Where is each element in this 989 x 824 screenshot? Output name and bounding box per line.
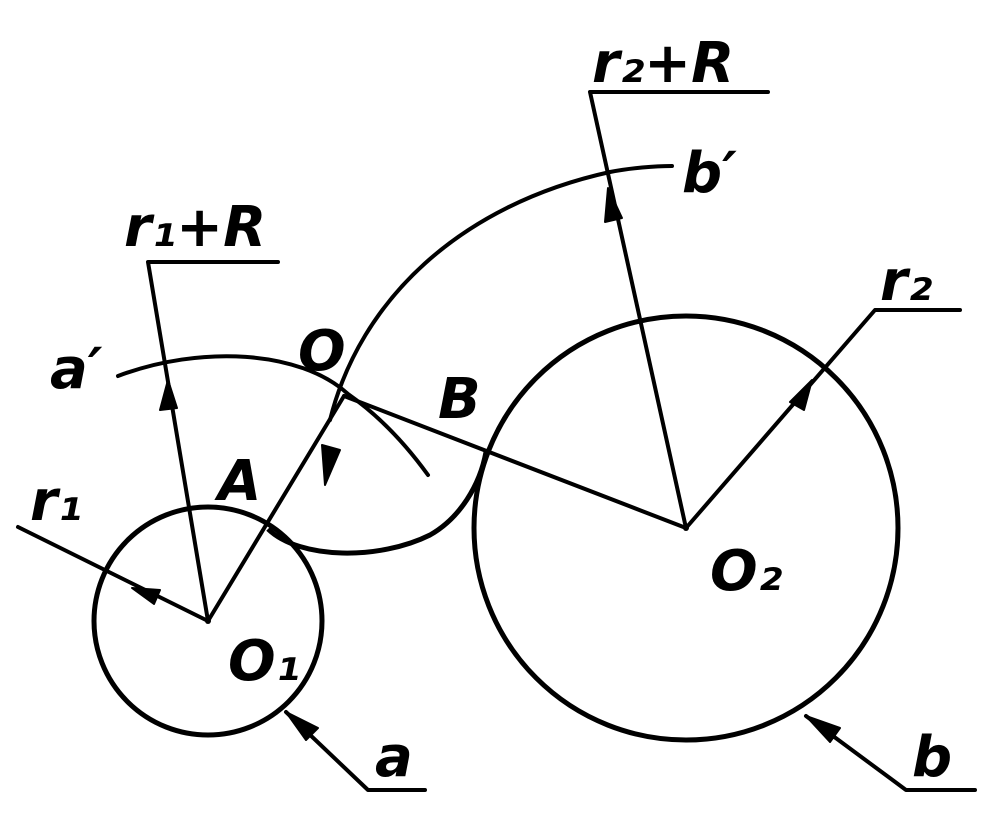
label-b-prime: b′ (682, 141, 737, 206)
arrowhead-r1 (131, 587, 161, 605)
leader-r2 (684, 308, 962, 530)
arrowhead-a (285, 711, 319, 741)
circle-b (471, 313, 901, 743)
label-r2-plus-r: r₂+R (592, 31, 734, 96)
label-r1-plus-r: r₁+R (124, 195, 266, 260)
label-o: O (298, 319, 346, 384)
label-b-circle: b (912, 725, 952, 790)
leader-a (284, 710, 427, 792)
label-a-circle: a (375, 725, 413, 790)
circle-a (91, 504, 325, 738)
center-o2 (683, 525, 689, 531)
arrowhead-r2-plus-r (604, 187, 623, 223)
leader-r2-plus-r (588, 90, 770, 530)
label-r2: r₂ (880, 249, 933, 314)
leader-b (804, 714, 977, 792)
arrowhead-arc-o (321, 444, 341, 486)
label-r1: r₁ (30, 469, 82, 534)
line-o-to-o2 (342, 394, 688, 530)
center-o1 (205, 618, 211, 624)
arrowhead-r1-plus-r (159, 379, 178, 411)
arrowhead-b (805, 715, 841, 743)
label-b-point: B (438, 367, 481, 432)
label-a-prime: a′ (50, 337, 103, 402)
label-o1: O₁ (228, 629, 300, 694)
leader-r1 (16, 525, 210, 623)
label-a-point: A (214, 449, 261, 514)
arc-b-prime (328, 164, 674, 422)
leader-r1-plus-r (146, 260, 280, 623)
line-o1-to-o (206, 394, 346, 623)
arc-a-prime (116, 354, 430, 477)
arrowhead-r2 (789, 379, 813, 411)
label-o2: O₂ (710, 539, 783, 604)
tangent-arc (266, 451, 489, 556)
